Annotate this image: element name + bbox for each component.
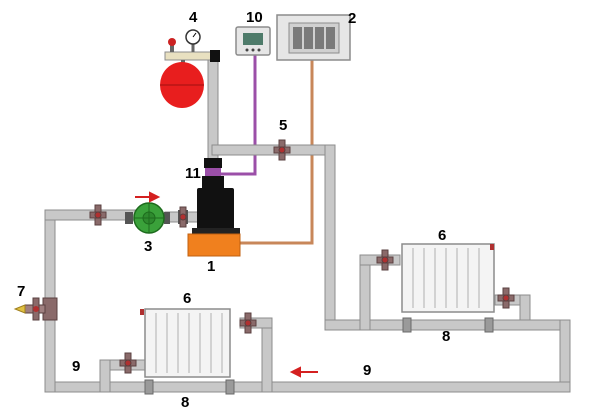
radiator-left (140, 308, 231, 378)
boiler (187, 158, 241, 257)
label-boiler: 1 (207, 258, 216, 275)
label-pipe-left: 9 (72, 358, 81, 375)
radiator-left-inlet-valve (119, 352, 137, 374)
label-radiator-right: 6 (438, 227, 447, 244)
label-bypass-right: 8 (442, 328, 451, 345)
pump (125, 202, 188, 234)
boiler-inlet-valve (179, 206, 187, 228)
radiator-right (401, 243, 495, 313)
label-expansion-tank: 4 (189, 9, 198, 26)
label-pipe-bottom: 9 (363, 362, 372, 379)
label-drain-valve: 7 (17, 283, 26, 300)
air-valve-5 (273, 139, 291, 161)
label-control-box: 2 (348, 10, 357, 27)
label-thermostat: 10 (246, 9, 263, 26)
radiator-right-inlet-valve (376, 249, 394, 271)
label-bypass-left: 8 (181, 394, 190, 411)
label-pump: 3 (144, 238, 153, 255)
radiator-right-outlet-valve (497, 287, 515, 309)
label-radiator-left: 6 (183, 290, 192, 307)
radiator-left-outlet-valve (239, 312, 257, 334)
control-wire (238, 60, 314, 245)
drain-valve (13, 297, 58, 321)
label-sensor: 11 (185, 165, 201, 182)
flow-arrow-right (135, 191, 161, 203)
valves (89, 139, 515, 374)
thermostat (235, 26, 271, 56)
expansion-tank (160, 29, 220, 108)
control-box (276, 14, 351, 61)
pump-inlet-valve (89, 204, 107, 226)
pipe-network (44, 59, 571, 393)
bypass-couplings (144, 317, 494, 395)
thermostat-wire (220, 55, 257, 176)
label-air-valve: 5 (279, 117, 288, 134)
flow-arrow-left (289, 366, 318, 378)
